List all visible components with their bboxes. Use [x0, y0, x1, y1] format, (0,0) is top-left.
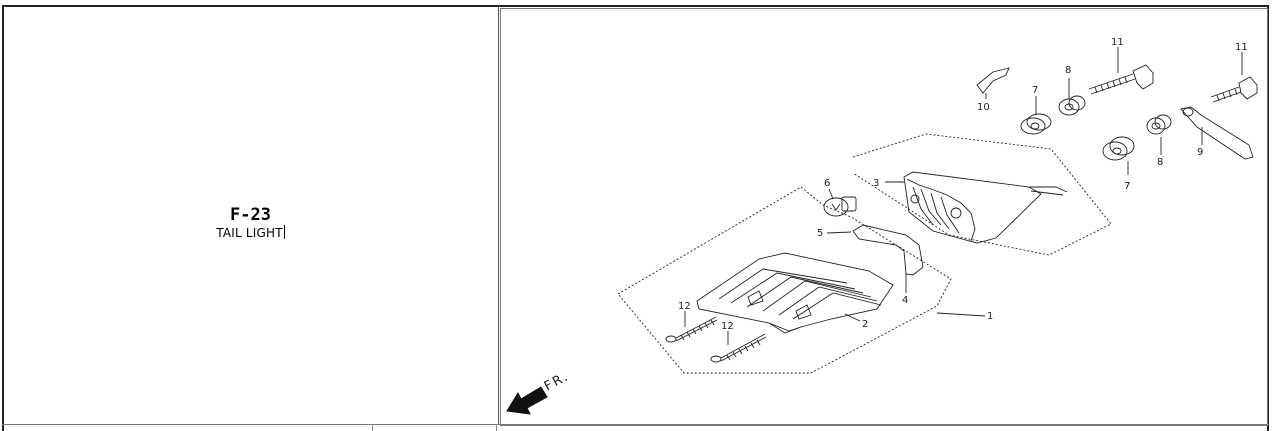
bulb	[823, 196, 857, 217]
section-name: TAIL LIGHT	[216, 226, 283, 240]
bottom-column-divider	[372, 424, 373, 431]
leader-1	[936, 312, 986, 317]
exploded-view-svg: 1 2 3 4 5 6 7 7 8 8 9 10 11 11 12 12 FR.	[506, 37, 1258, 415]
callout-8a: 8	[1065, 65, 1071, 76]
callout-2: 2	[862, 319, 868, 330]
leader-6	[828, 188, 834, 200]
callout-5: 5	[817, 228, 823, 239]
callout-11a: 11	[1111, 37, 1124, 48]
grommet-7-b	[1102, 136, 1135, 161]
tail-light-housing	[903, 171, 1068, 244]
leader-5	[826, 231, 852, 234]
grommet-7-a	[1020, 113, 1052, 135]
callout-7a: 7	[1032, 85, 1038, 96]
screw-12-a	[665, 316, 718, 343]
housing-assembly-boundary	[852, 133, 1112, 256]
screw-12-b	[710, 333, 767, 363]
front-direction-label: FR.	[542, 369, 572, 395]
callout-7b: 7	[1124, 181, 1130, 192]
callout-12a: 12	[678, 301, 691, 312]
bottom-table-row-edge	[2, 424, 1269, 431]
wire-clip	[976, 67, 1010, 94]
section-code: F-23	[230, 205, 271, 225]
callout-8b: 8	[1157, 157, 1163, 168]
callout-9: 9	[1197, 147, 1203, 158]
callout-3: 3	[873, 178, 879, 189]
leader-2	[844, 313, 861, 322]
bracket-9	[1180, 106, 1254, 160]
bolt-11-b	[1210, 76, 1258, 103]
parts-diagram: 1 2 3 4 5 6 7 7 8 8 9 10 11 11 12 12 FR.	[500, 8, 1268, 426]
section-title-cell: F-23 TAIL LIGHT	[2, 7, 499, 425]
page-frame	[2, 5, 1269, 431]
callout-10: 10	[977, 102, 990, 113]
tail-light-lens	[696, 252, 894, 334]
collar-8-b	[1146, 114, 1172, 135]
callout-1: 1	[987, 311, 993, 322]
text-cursor	[283, 225, 285, 239]
collar-8-a	[1058, 95, 1086, 116]
lens-gasket	[852, 224, 924, 276]
callout-4: 4	[902, 295, 908, 306]
callout-11b: 11	[1235, 42, 1248, 53]
lens-assembly-boundary	[617, 186, 952, 374]
section-title-block: F-23 TAIL LIGHT	[2, 205, 499, 241]
bolt-11-a	[1088, 64, 1154, 95]
bottom-column-divider	[496, 424, 497, 431]
front-direction-arrow-icon	[506, 386, 548, 415]
callout-6: 6	[824, 178, 830, 189]
callout-12b: 12	[721, 321, 734, 332]
